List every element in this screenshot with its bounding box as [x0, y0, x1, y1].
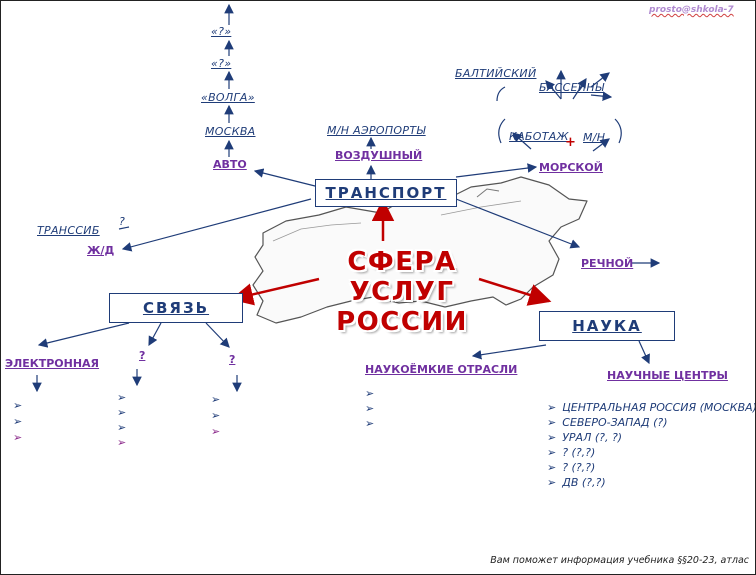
- bullet: ➢: [13, 431, 23, 444]
- bullet: ➢: [211, 425, 221, 438]
- center-item-text: ? (?,?): [562, 446, 596, 459]
- corner-watermark: prosto@shkola-7: [649, 5, 734, 15]
- center-item: ➢ СЕВЕРО-ЗАПАД (?): [547, 416, 755, 429]
- transport-box: ТРАНСПОРТ: [315, 179, 457, 207]
- center-item-text: ЦЕНТРАЛЬНАЯ РОССИЯ (МОСКВА): [562, 401, 756, 414]
- centers-list: ➢ ЦЕНТРАЛЬНАЯ РОССИЯ (МОСКВА) ➢ СЕВЕРО-ЗАП…: [547, 401, 756, 489]
- bullet: ➢: [547, 461, 557, 474]
- avto-chain-2: «ВОЛГА»: [201, 91, 255, 104]
- bullet: ➢: [13, 415, 23, 428]
- footer-note: Вам поможет информация учебника §§20-23,…: [490, 555, 749, 566]
- elektronnaya-label: ЭЛЕКТРОННАЯ: [5, 357, 100, 370]
- plus-sign: +: [565, 135, 576, 150]
- center-item: ➢ ? (?,?): [547, 461, 755, 474]
- baltiysky-label: БАЛТИЙСКИЙ: [455, 67, 537, 80]
- transsib-label: ТРАНССИБ: [37, 224, 100, 237]
- mn-label: М/Н: [583, 131, 606, 144]
- bullet: ➢: [365, 387, 375, 400]
- nauchnye-centry-label: НАУЧНЫЕ ЦЕНТРЫ: [607, 369, 728, 382]
- center-item-text: СЕВЕРО-ЗАПАД (?): [562, 416, 668, 429]
- svyaz-question-2: ?: [229, 353, 236, 366]
- bullet: ➢: [365, 417, 375, 430]
- bullet: ➢: [365, 402, 375, 415]
- center-item-text: ? (?,?): [562, 461, 596, 474]
- nauka-box: НАУКА: [539, 311, 675, 341]
- bullet: ➢: [547, 416, 557, 429]
- bullet: ➢: [211, 409, 221, 422]
- bullet: ➢: [13, 399, 23, 412]
- center-item-text: ДВ (?,?): [562, 476, 606, 489]
- bullet: ➢: [117, 391, 127, 404]
- svyaz-question-1: ?: [139, 349, 146, 362]
- basseyny-label: БАССЕЙНЫ: [539, 81, 605, 94]
- center-item: ➢ УРАЛ (?, ?): [547, 431, 755, 444]
- bullet: ➢: [211, 393, 221, 406]
- center-title-line1: СФЕРА УСЛУГ: [347, 247, 457, 307]
- kabotazh-label: КАБОТАЖ: [509, 130, 569, 143]
- center-item: ➢ ДВ (?,?): [547, 476, 755, 489]
- avto-chain-3: «?»: [211, 57, 232, 70]
- center-item: ➢ ? (?,?): [547, 446, 755, 459]
- avto-chain-4: «?»: [211, 25, 232, 38]
- zhd-question: ?: [119, 215, 126, 228]
- rechnoy-label: РЕЧНОЙ: [581, 257, 634, 270]
- airports-label: М/Н АЭРОПОРТЫ: [327, 124, 426, 137]
- zhd-label: Ж/Д: [87, 244, 115, 257]
- bullet: ➢: [547, 446, 557, 459]
- bullet: ➢: [117, 406, 127, 419]
- svyaz-box: СВЯЗЬ: [109, 293, 243, 323]
- center-title-line2: РОССИИ: [336, 307, 468, 337]
- center-item-text: УРАЛ (?, ?): [562, 431, 623, 444]
- center-title: СФЕРА УСЛУГ РОССИИ: [297, 247, 507, 337]
- avto-label: АВТО: [213, 158, 247, 171]
- avto-chain-1: МОСКВА: [205, 125, 256, 138]
- center-item: ➢ ЦЕНТРАЛЬНАЯ РОССИЯ (МОСКВА): [547, 401, 756, 414]
- vozdushny-label: ВОЗДУШНЫЙ: [335, 149, 423, 162]
- bullet: ➢: [547, 401, 557, 414]
- morskoy-label: МОРСКОЙ: [539, 161, 603, 174]
- bullet: ➢: [117, 421, 127, 434]
- bullet: ➢: [117, 436, 127, 449]
- bullet: ➢: [547, 476, 557, 489]
- bullet: ➢: [547, 431, 557, 444]
- naukoemkie-label: НАУКОЁМКИЕ ОТРАСЛИ: [365, 363, 518, 376]
